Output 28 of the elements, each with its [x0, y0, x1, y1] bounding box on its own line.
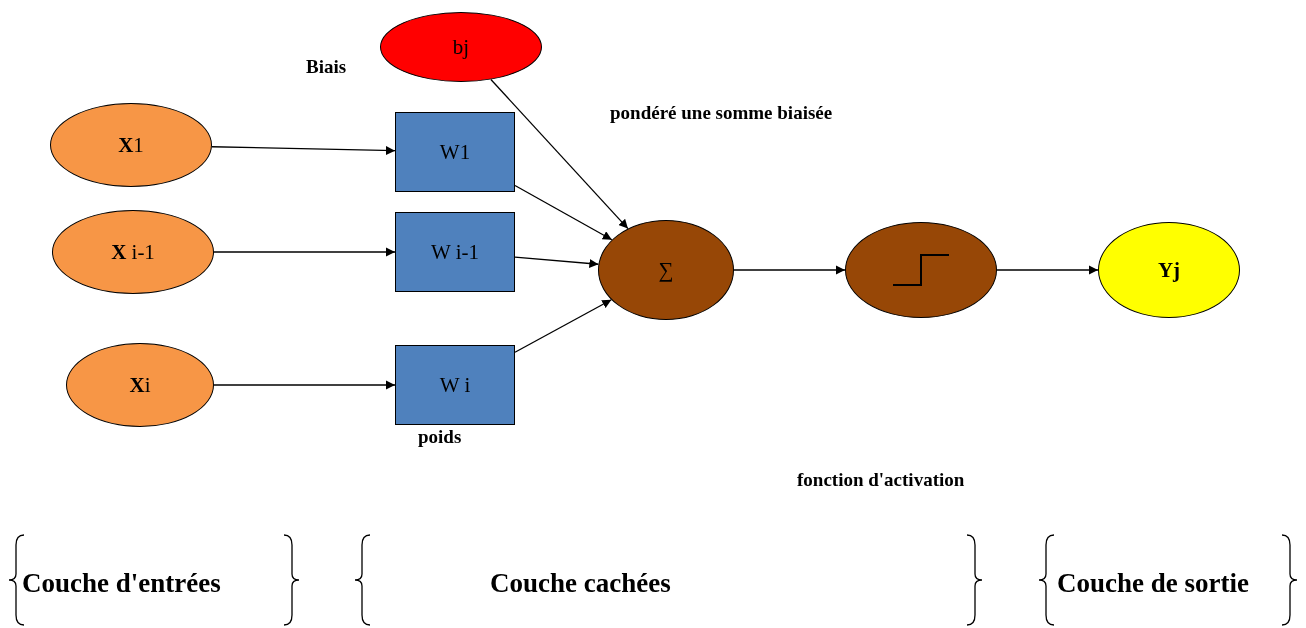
- node-label: W1: [439, 139, 471, 165]
- node-label: W i-1: [431, 239, 479, 265]
- weight-box: [395, 112, 515, 192]
- arrow: [213, 380, 396, 390]
- layer-label: Couche d'entrées: [22, 568, 221, 599]
- arrow: [514, 184, 613, 241]
- layer-label: Couche cachées: [490, 568, 671, 599]
- weight-box: [395, 345, 515, 425]
- label: pondéré une somme biaisée: [610, 102, 833, 124]
- arrow: [514, 299, 612, 353]
- arrow: [490, 78, 629, 230]
- label: fonction d'activation: [797, 469, 965, 491]
- node-label: X i-1: [111, 239, 155, 265]
- label: poids: [418, 426, 462, 448]
- arrow: [996, 265, 1099, 275]
- arrow: [514, 256, 600, 268]
- node-label: bj: [452, 34, 470, 60]
- label: Biais: [306, 56, 347, 78]
- weight-box: [395, 212, 515, 292]
- node-label: ∑: [658, 257, 674, 283]
- node-label: W i: [439, 372, 471, 398]
- node-label: X1: [118, 132, 144, 158]
- layer-label: Couche de sortie: [1057, 568, 1249, 599]
- node-label: Xi: [129, 372, 151, 398]
- arrow: [733, 265, 846, 275]
- arrow: [213, 247, 396, 257]
- node-label: Yj: [1157, 257, 1181, 283]
- arrow: [211, 145, 396, 156]
